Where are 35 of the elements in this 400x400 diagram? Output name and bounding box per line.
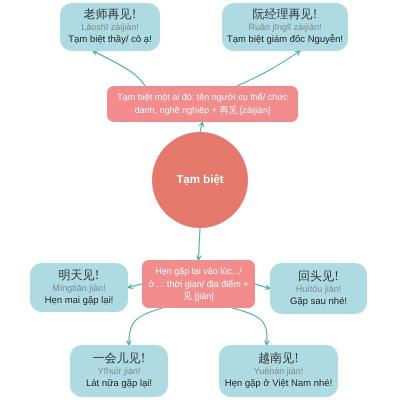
pinyin-text: Míngtiān jiàn!	[52, 282, 106, 295]
arrow	[236, 50, 301, 86]
chinese-phrase: 越南见!	[258, 351, 299, 366]
arrow	[128, 284, 142, 290]
topic-label: Tạm biệt	[176, 174, 224, 186]
pinyin-text: Huítóu jiàn!	[296, 284, 342, 296]
greeting-card	[60, 3, 160, 51]
chinese-phrase: 阮经理再见!	[252, 7, 318, 22]
arrow	[232, 308, 270, 346]
vietnamese-translation: Hẹn mai gặp lại!	[44, 294, 114, 308]
greeting-card	[70, 345, 168, 397]
greeting-card	[219, 345, 338, 397]
chinese-phrase: 明天见!	[58, 268, 100, 283]
greeting-card	[222, 3, 348, 51]
vietnamese-translation: Tạm biệt giám đốc Nguyễn!	[226, 34, 344, 47]
rule-text: Hẹn gặp lại vào lúc.../ ở...: thời gian/ địa điểm + 见 [jiàn]	[147, 265, 250, 303]
chinese-phrase: 一会儿见!	[92, 351, 146, 366]
vietnamese-translation: Tạm biệt thầy/ cô ạ!	[68, 34, 152, 47]
pinyin-text: Lǎoshī zàijiàn!	[81, 22, 139, 34]
vietnamese-translation: Gặp sau nhé!	[290, 296, 348, 308]
pinyin-text: Ruǎn jīnglǐ zàijiàn!	[248, 22, 322, 34]
arrow	[254, 284, 270, 290]
vietnamese-translation: Hẹn gặp ở Việt Nam nhé!	[224, 378, 332, 391]
greeting-card	[30, 263, 128, 312]
chinese-phrase: 回头见!	[298, 268, 339, 284]
vietnamese-translation: Lát nữa gặp lại!	[86, 378, 152, 391]
rule-text: Tạm biệt một ai đó: tên người cụ thể/ chức danh, nghề nghiệp + 再见 [zàijiàn]	[116, 91, 289, 117]
pinyin-text: Yuènán jiàn!	[254, 366, 304, 378]
pinyin-text: Yīhuìr jiàn!	[97, 366, 141, 378]
arrow	[126, 308, 163, 346]
arrow	[196, 228, 202, 260]
arrow	[198, 122, 204, 132]
arrow	[92, 50, 146, 86]
chinese-phrase: 老师再见!	[84, 7, 136, 22]
greeting-card	[270, 263, 367, 314]
